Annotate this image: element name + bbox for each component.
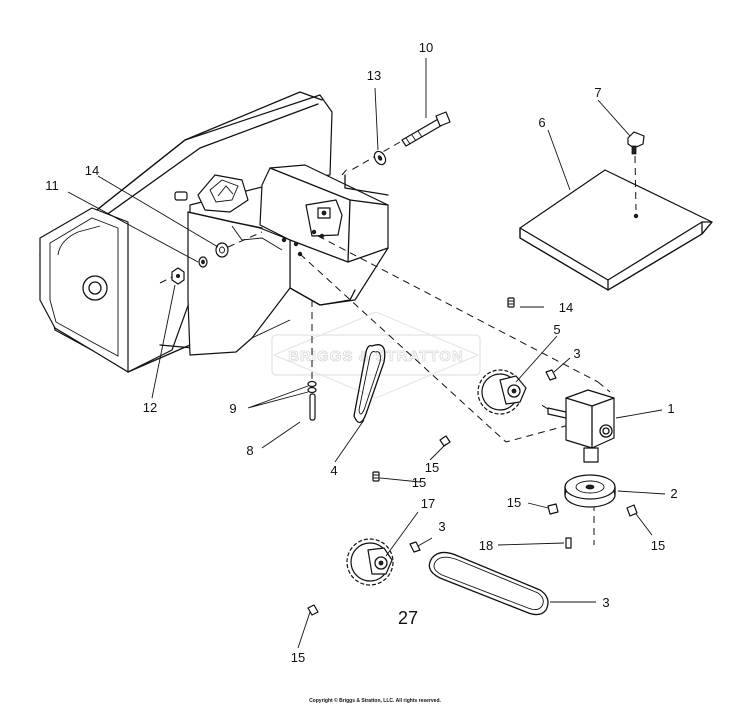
callout-13: 12 [143, 400, 157, 415]
callout-5: 5 [553, 322, 560, 337]
bolt-11 [347, 111, 451, 173]
belt-4 [428, 551, 549, 616]
alignment-line-f [341, 167, 349, 176]
callout-15-c: 15 [412, 475, 426, 490]
callout-10: 9 [229, 401, 236, 416]
copyright-notice: Copyright © Briggs & Stratton, LLC. All … [309, 697, 441, 704]
callout-15-a: 14 [559, 300, 573, 315]
callout-15-b: 15 [425, 460, 439, 475]
callout-8: 7 [594, 85, 601, 100]
callout-15-f: 15 [291, 650, 305, 665]
callout-2: 2 [670, 486, 677, 501]
sprocket-5 [477, 369, 527, 415]
gearbox-1 [539, 389, 615, 463]
callout-11: 10 [419, 40, 433, 55]
callout-3-a: 3 [573, 346, 580, 361]
callout-15-e: 15 [651, 538, 665, 553]
set-screw-15-d [547, 503, 559, 515]
callout-12: 11 [45, 178, 59, 193]
callout-3-b: 3 [438, 519, 445, 534]
pin-9 [309, 393, 316, 421]
callout-4: 3 [602, 595, 609, 610]
knob-8 [627, 131, 645, 211]
callout-14-left: 14 [85, 163, 99, 178]
alignment-line-a [317, 235, 599, 383]
set-screw-15-c [372, 471, 380, 482]
sprocket-17 [346, 538, 394, 586]
set-screw-15-b [439, 435, 451, 447]
pulley-2 [564, 474, 616, 508]
callout-7: 6 [538, 115, 545, 130]
key-3-b [409, 541, 421, 553]
set-screw-15-f [307, 604, 319, 616]
callout-14-top: 13 [367, 68, 381, 83]
fastener-stack-left [159, 231, 263, 285]
leader-lines [67, 58, 666, 649]
callout-6: 4 [330, 463, 337, 478]
set-screw-15-e [626, 504, 638, 517]
key-18 [565, 537, 572, 549]
alignment-line-b [299, 253, 581, 443]
alignment-line-c [597, 381, 611, 393]
figure-number: 27 [398, 608, 418, 628]
callout-15-d: 15 [507, 495, 521, 510]
callout-1: 1 [667, 401, 674, 416]
belt-6 [353, 344, 386, 424]
callout-labels: 10 13 7 6 14 11 12 14 5 3 1 9 8 4 15 15 … [45, 40, 677, 665]
callout-17: 17 [421, 496, 435, 511]
set-screw-15-a [507, 297, 515, 308]
callout-18: 18 [479, 538, 493, 553]
washers-10 [307, 380, 317, 394]
auger-housing [39, 91, 333, 373]
callout-9: 8 [246, 443, 253, 458]
watermark-text: BRIGGS & STRATTON [288, 348, 464, 365]
drive-box [187, 164, 389, 356]
cover-plate-7 [519, 169, 713, 291]
key-3-a [545, 369, 557, 381]
washer-14-top [373, 150, 387, 166]
